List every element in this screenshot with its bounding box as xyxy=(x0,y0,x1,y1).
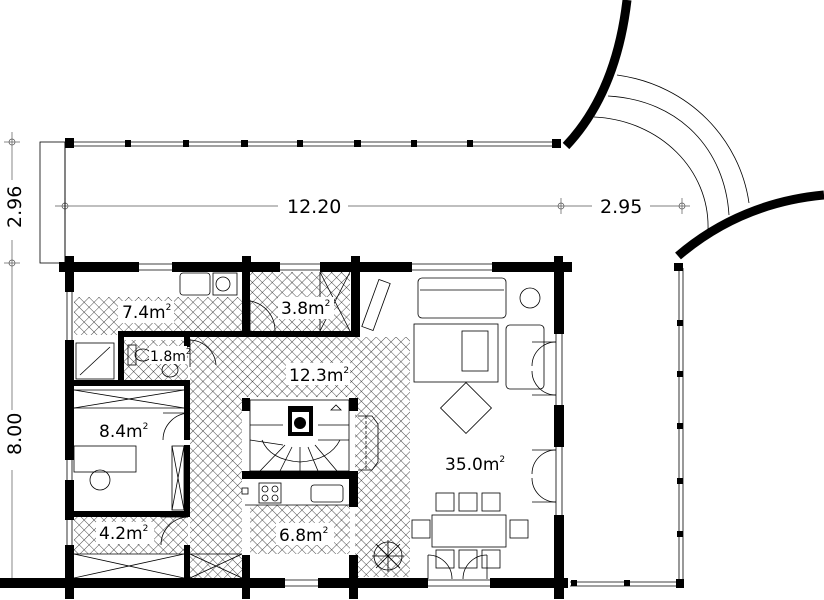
room-labels: 7.4m2 3.8m2 1.8m2 12.3m2 8.4m2 35.0m2 4.… xyxy=(96,297,505,546)
fixtures xyxy=(73,271,545,579)
dimension-left-upper: 2.96 xyxy=(4,186,26,228)
doors xyxy=(160,300,557,580)
windows xyxy=(66,263,563,587)
walls xyxy=(0,256,572,599)
room-area-wc: 1.8m2 xyxy=(150,347,191,365)
terrace-top xyxy=(39,138,561,264)
terrace-right xyxy=(570,268,684,588)
room-area-bathroom: 7.4m2 xyxy=(122,303,171,323)
curved-terrace xyxy=(562,0,824,271)
room-area-pantry: 3.8m2 xyxy=(281,299,330,319)
dimension-top-extension: 2.95 xyxy=(600,196,642,218)
dimension-left-lower: 8.00 xyxy=(4,413,26,455)
dimension-top-width: 12.20 xyxy=(287,196,341,218)
room-area-kitchen: 6.8m2 xyxy=(279,526,328,546)
room-area-hall: 12.3m2 xyxy=(289,366,349,386)
room-area-bedroom: 8.4m2 xyxy=(99,422,148,442)
room-area-storage: 4.2m2 xyxy=(99,524,148,544)
room-area-living-room: 35.0m2 xyxy=(445,455,505,475)
